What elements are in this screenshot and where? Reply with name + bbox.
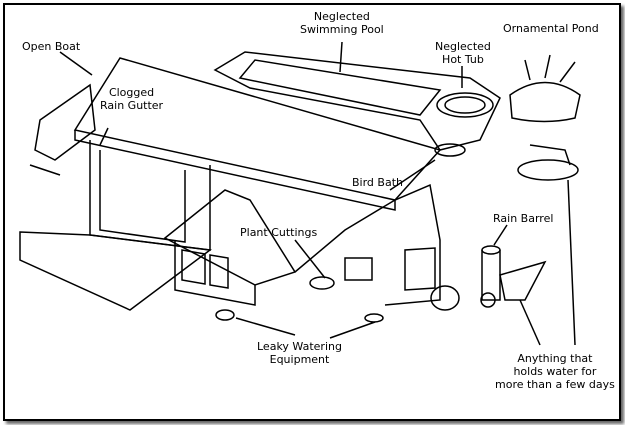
- front-wing: [163, 183, 441, 306]
- hot-tub: [436, 92, 494, 118]
- garage: [19, 140, 212, 311]
- main-roof: [73, 57, 442, 211]
- open-boat: [29, 83, 96, 176]
- label-line: Clogged: [108, 86, 155, 99]
- swimming-pool: [213, 51, 501, 151]
- label-line: Equipment: [269, 353, 330, 366]
- label-line: Swimming Pool: [300, 23, 384, 36]
- label-arrows: [59, 41, 576, 346]
- diagram-frame: [3, 3, 621, 421]
- label-line: Leaky Watering: [257, 340, 342, 353]
- label-line: Neglected: [313, 10, 370, 23]
- label-rain-barrel: Rain Barrel: [493, 212, 554, 225]
- ornamental-pond: [509, 54, 581, 181]
- rain-barrel: [430, 245, 547, 311]
- label-line: Rain Gutter: [100, 99, 164, 112]
- plant-pots: [215, 276, 384, 323]
- label-plant-cuttings: Plant Cuttings: [240, 226, 318, 239]
- bird-bath: [434, 143, 466, 157]
- label-open-boat: Open Boat: [22, 40, 81, 53]
- label-line: Neglected: [435, 40, 491, 53]
- label-line: Hot Tub: [442, 53, 484, 66]
- label-ornamental-pond: Ornamental Pond: [503, 22, 599, 35]
- label-line: more than a few days: [495, 378, 615, 391]
- label-line: Anything that: [517, 352, 593, 365]
- label-line: holds water for: [513, 365, 597, 378]
- label-bird-bath: Bird Bath: [352, 176, 403, 189]
